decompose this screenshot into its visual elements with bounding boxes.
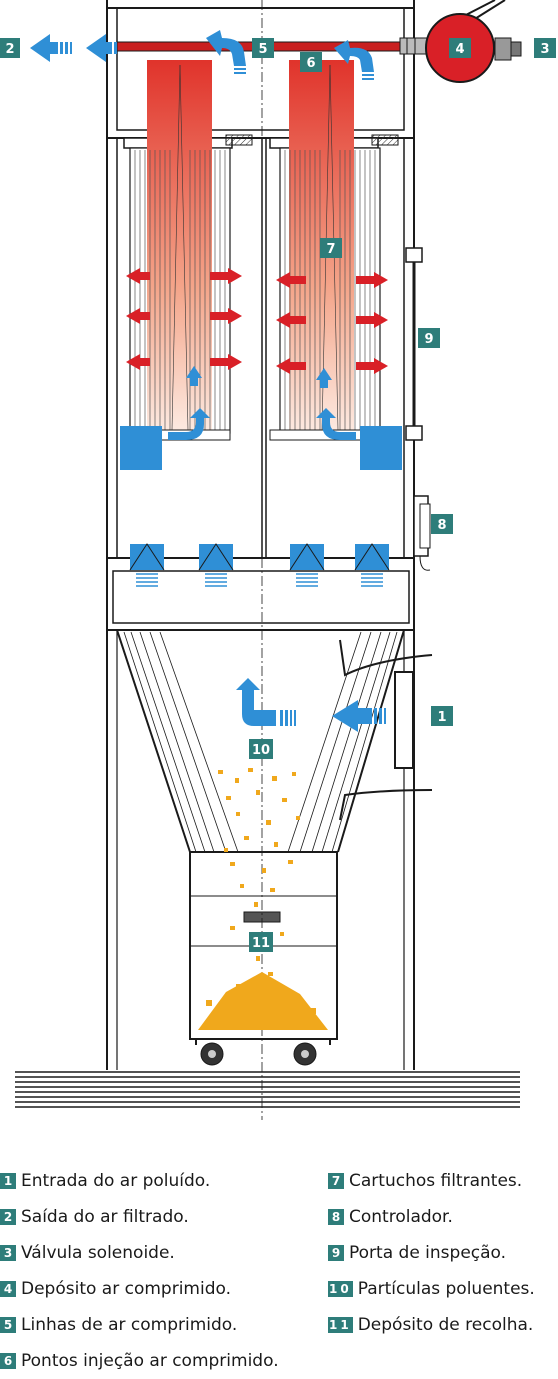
- badge-8: 8: [431, 514, 453, 534]
- filter-cartridge-left: [123, 60, 253, 441]
- legend-text: Cartuchos filtrantes.: [349, 1171, 523, 1191]
- svg-text:11: 11: [252, 936, 270, 951]
- legend-text: Pontos injeção ar comprimido.: [21, 1351, 279, 1371]
- inlet-duct: [339, 639, 433, 821]
- legend-number: 6: [0, 1353, 16, 1369]
- badge-4: 4: [449, 38, 471, 58]
- legend-item: 4 Depósito ar comprimido.: [0, 1271, 279, 1307]
- svg-text:6: 6: [306, 56, 315, 71]
- badge-9: 9: [418, 328, 440, 348]
- legend-column-left: 1 Entrada do ar poluído. 2 Saída do ar f…: [0, 1163, 279, 1379]
- legend-number: 11: [328, 1317, 353, 1333]
- hopper-air-arrow: [236, 678, 296, 726]
- collection-bin: [189, 851, 338, 1066]
- legend-text: Porta de inspeção.: [349, 1243, 507, 1263]
- legend-text: Válvula solenoide.: [21, 1243, 175, 1263]
- legend-text: Depósito de recolha.: [357, 1315, 534, 1335]
- hopper: [116, 629, 405, 853]
- badge-10: 10: [249, 739, 273, 759]
- badge-6: 6: [300, 52, 322, 72]
- svg-text:10: 10: [252, 743, 270, 758]
- dust-particles: [218, 768, 300, 976]
- legend-item: 2 Saída do ar filtrado.: [0, 1199, 279, 1235]
- dust-pile: [198, 972, 328, 1030]
- svg-text:4: 4: [455, 42, 464, 57]
- badge-11: 11: [249, 932, 273, 952]
- air-tank: [425, 0, 522, 83]
- legend-item: 5 Linhas de ar comprimido.: [0, 1307, 279, 1343]
- badge-5: 5: [252, 38, 274, 58]
- svg-text:2: 2: [5, 42, 14, 57]
- badge-1: 1: [431, 706, 453, 726]
- svg-text:1: 1: [437, 710, 446, 725]
- legend-item: 7 Cartuchos filtrantes.: [328, 1163, 535, 1199]
- ground: [15, 1071, 520, 1108]
- legend-number: 5: [0, 1317, 16, 1333]
- legend-text: Entrada do ar poluído.: [21, 1171, 211, 1191]
- legend-number: 4: [0, 1281, 16, 1297]
- diffusers: [129, 543, 390, 587]
- legend-number: 7: [328, 1173, 344, 1189]
- svg-text:5: 5: [258, 42, 267, 57]
- badge-2: 2: [0, 38, 20, 58]
- legend-number: 1: [0, 1173, 16, 1189]
- clean-air-arrows: [120, 366, 402, 470]
- legend-text: Linhas de ar comprimido.: [21, 1315, 238, 1335]
- legend-text: Saída do ar filtrado.: [21, 1207, 189, 1227]
- badge-7: 7: [320, 238, 342, 258]
- legend-number: 10: [328, 1281, 353, 1297]
- legend-item: 3 Válvula solenoide.: [0, 1235, 279, 1271]
- inspection-door: [405, 247, 423, 441]
- legend-text: Controlador.: [349, 1207, 453, 1227]
- svg-text:9: 9: [424, 332, 433, 347]
- svg-text:3: 3: [540, 42, 549, 57]
- inlet-arrow: [332, 700, 386, 732]
- legend-text: Partículas poluentes.: [357, 1279, 535, 1299]
- legend: 1 Entrada do ar poluído. 2 Saída do ar f…: [0, 1163, 558, 1371]
- legend-item: 11 Depósito de recolha.: [328, 1307, 535, 1343]
- legend-item: 9 Porta de inspeção.: [328, 1235, 535, 1271]
- legend-item: 10 Partículas poluentes.: [328, 1271, 535, 1307]
- legend-item: 6 Pontos injeção ar comprimido.: [0, 1343, 279, 1379]
- filter-air-arrows: [126, 268, 388, 374]
- legend-text: Depósito ar comprimido.: [21, 1279, 231, 1299]
- controller: [413, 495, 431, 571]
- outlet-arrows: [30, 34, 117, 62]
- badge-3: 3: [534, 38, 556, 58]
- svg-text:7: 7: [326, 242, 335, 257]
- dust-collector-diagram: 1 2 3 4 5 6 7 8 9 10 11: [0, 0, 556, 1120]
- legend-number: 3: [0, 1245, 16, 1261]
- legend-item: 1 Entrada do ar poluído.: [0, 1163, 279, 1199]
- legend-number: 8: [328, 1209, 344, 1225]
- legend-number: 2: [0, 1209, 16, 1225]
- pulse-arrows: [206, 30, 374, 80]
- legend-column-right: 7 Cartuchos filtrantes. 8 Controlador. 9…: [328, 1163, 535, 1343]
- svg-text:8: 8: [437, 518, 446, 533]
- legend-number: 9: [328, 1245, 344, 1261]
- legend-item: 8 Controlador.: [328, 1199, 535, 1235]
